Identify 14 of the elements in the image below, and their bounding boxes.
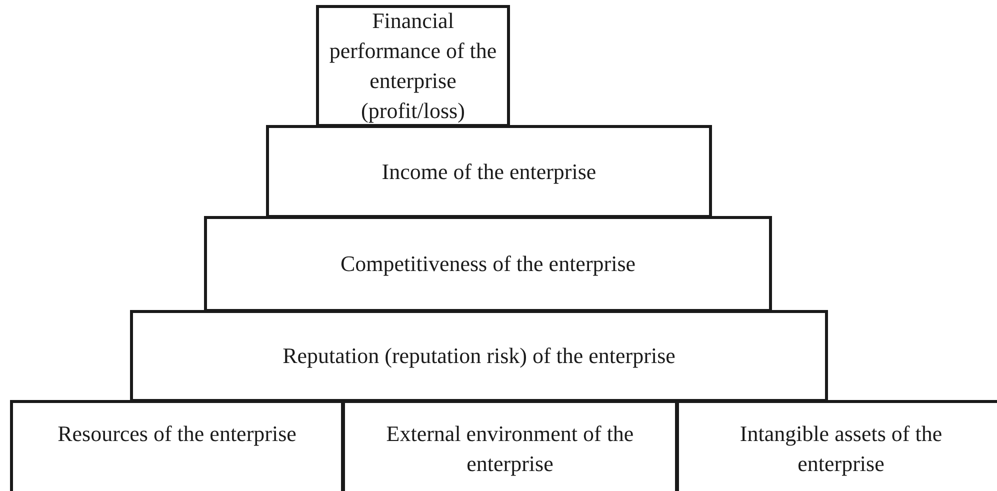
pyramid-level-box [10, 400, 344, 491]
level-label: Resources of the enterprise [58, 420, 296, 448]
level-label: Financial performance of the enterprise (profit/loss) [328, 7, 498, 125]
level-label: Intangible assets of the enterprise [738, 420, 944, 478]
level-label: Income of the enterprise [382, 158, 596, 186]
pyramid-level-box [342, 400, 678, 491]
pyramid-level-box [204, 216, 772, 312]
level-label: External environment of the enterprise [385, 420, 635, 478]
pyramid-level-box [676, 400, 997, 491]
pyramid-level-box [266, 125, 712, 218]
pyramid-level-box [316, 5, 510, 127]
level-label: Competitiveness of the enterprise [340, 250, 636, 278]
level-label: Reputation (reputation risk) of the enterprise [282, 342, 676, 370]
pyramid-level-box [130, 310, 828, 402]
